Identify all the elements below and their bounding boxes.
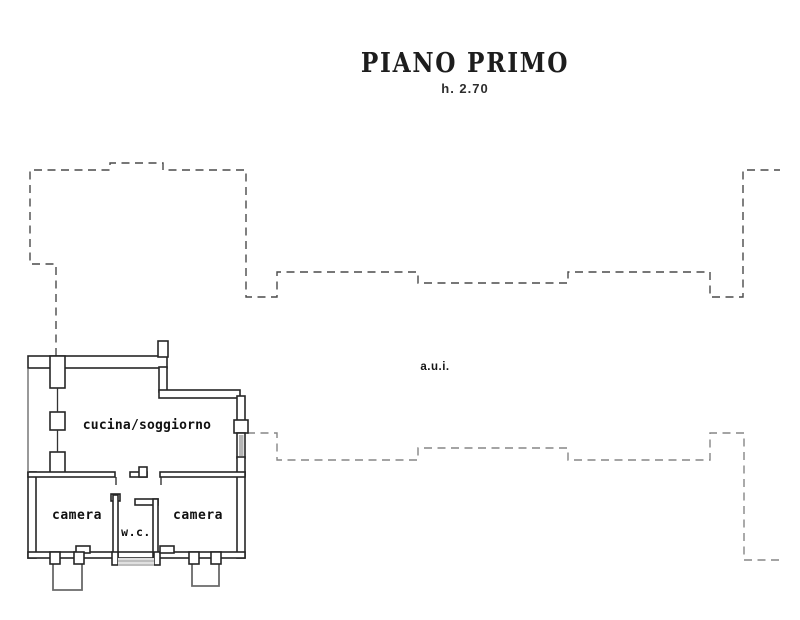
window-sill-right [233, 419, 249, 434]
wc-wall-left [112, 494, 119, 558]
wall-right-exterior [236, 471, 246, 559]
labels-layer: cucina/soggiorno camera w.c. camera a.u.… [52, 361, 449, 539]
balcony-pier-r2 [210, 551, 222, 565]
wall-right-upper [236, 395, 246, 423]
floor-height-note: h. 2.70 [441, 81, 489, 96]
wall-left-exterior [27, 471, 37, 559]
pier-left-top [49, 355, 66, 389]
door-jamb [138, 466, 148, 478]
wall-top [27, 355, 168, 369]
wall-step-vertical [158, 366, 168, 393]
entry-stub-left [111, 551, 119, 566]
wall-interior-right [159, 471, 246, 478]
room-label-camera-right: camera [173, 508, 223, 523]
room-label-cucina: cucina/soggiorno [83, 418, 211, 433]
balcony-pier-l1 [49, 551, 61, 565]
balcony-left [52, 558, 83, 591]
balcony-pier-l2 [73, 551, 85, 565]
pier-bottom-b [159, 545, 175, 554]
window-sill-left [49, 411, 66, 431]
dashed-outline-lower [247, 432, 779, 561]
walls-layer [27, 340, 249, 566]
entry-threshold [118, 558, 154, 566]
page-title: PIANO PRIMO [360, 48, 570, 79]
room-label-camera-left: camera [52, 508, 102, 523]
drawing-title-block: PIANO PRIMO h. 2.70 [265, 48, 665, 96]
entry-threshold-lines [118, 560, 154, 566]
wall-mid-horizontal [158, 389, 241, 399]
balcony-right [191, 558, 220, 587]
wall-interior-left [27, 471, 116, 478]
adjacent-unit-label: a.u.i. [420, 361, 449, 373]
room-label-wc: w.c. [121, 525, 151, 539]
wc-wall-right [152, 498, 159, 558]
dashed-outline-upper [29, 162, 780, 356]
pier-left-bottom [49, 451, 66, 474]
features-layer [27, 368, 244, 591]
wall-stub-party [157, 340, 169, 358]
window-hatch-right [239, 435, 244, 456]
entry-stub-right [153, 551, 161, 566]
balcony-pier-r1 [188, 551, 200, 565]
